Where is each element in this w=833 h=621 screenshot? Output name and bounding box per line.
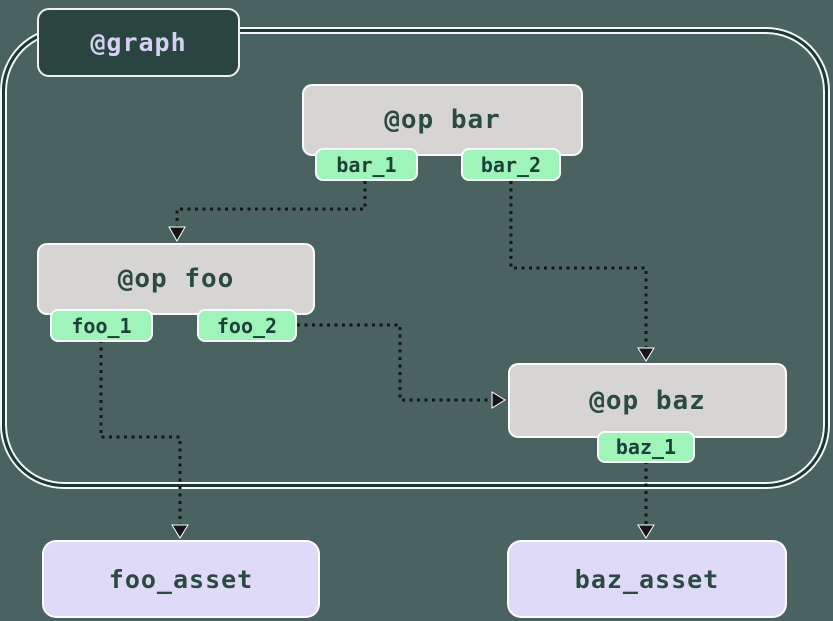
node-foo-asset: foo_asset — [42, 540, 320, 618]
output-tag-foo_1: foo_1 — [50, 309, 153, 342]
node-op-bar: @op bar — [302, 84, 583, 156]
output-tag-foo_2: foo_2 — [197, 309, 297, 342]
output-tag-bar_2: bar_2 — [461, 148, 561, 181]
graph-label: @graph — [37, 8, 240, 77]
node-op-foo: @op foo — [37, 243, 315, 315]
arrowhead-down-icon — [171, 524, 189, 539]
output-tag-bar_1: bar_1 — [315, 148, 418, 181]
node-op-baz: @op baz — [508, 363, 787, 438]
arrowhead-down-icon — [637, 524, 655, 539]
node-baz-asset: baz_asset — [507, 540, 787, 618]
graph-boundary — [2, 29, 828, 487]
output-tag-baz_1: baz_1 — [597, 431, 695, 463]
